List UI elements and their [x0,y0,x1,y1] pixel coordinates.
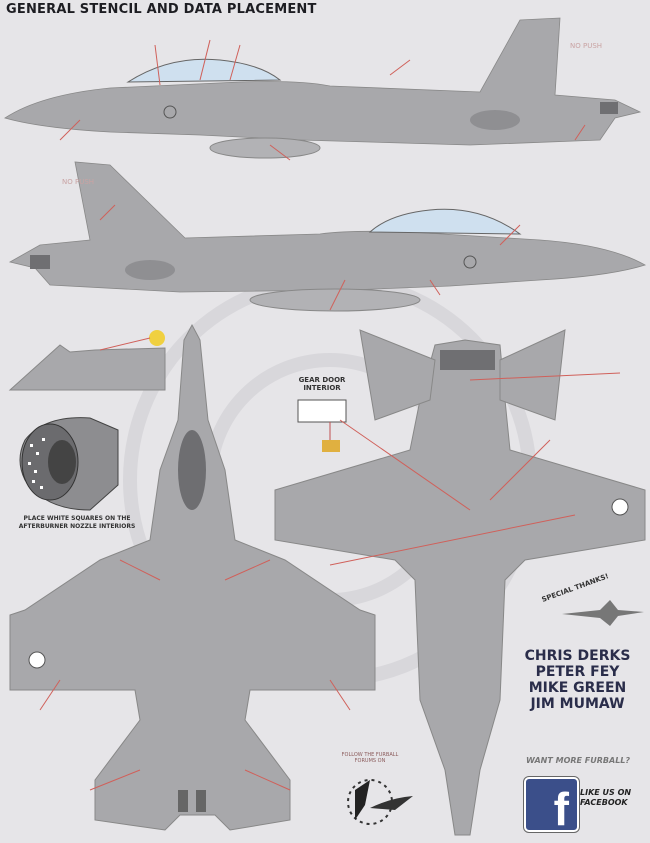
gear-door-label: GEAR DOOR INTERIOR [298,376,346,392]
nozzle-note: PLACE WHITE SQUARES ON THE AFTERBURNER N… [18,515,136,530]
furball-note: FOLLOW THE FURBALL FORUMS ON [341,752,399,764]
side-view-right [4,17,642,159]
no-push-label-2: NO PUSH [62,178,95,186]
facebook-button[interactable]: f [524,777,579,835]
top-view [9,323,376,831]
nozzle-detail [19,417,119,511]
like-line-2: FACEBOOK [580,798,628,807]
special-thanks-jet-icon [562,600,644,626]
zero-philosophy-logo [347,779,413,825]
bottom-view [274,329,646,836]
like-line-1: LIKE US ON [580,788,632,797]
gear-door-detail [297,399,347,452]
thanks-name: CHRIS DERKS [524,648,631,664]
thanks-name: PETER FEY [535,664,620,680]
side-view-left [8,161,646,312]
leader-lines [39,39,621,791]
special-thanks-names: CHRIS DERKS PETER FEY MIKE GREEN JIM MUM… [505,648,650,712]
thanks-name: MIKE GREEN [528,680,627,696]
thanks-name: JIM MUMAW [530,696,625,712]
like-us-link[interactable]: LIKE US ON FACEBOOK [580,788,631,808]
facebook-icon: f [553,783,569,835]
tagline: WANT MORE FURBALL? [525,756,631,765]
page-title: GENERAL STENCIL AND DATA PLACEMENT [6,2,317,17]
no-push-label-1: NO PUSH [570,42,603,50]
tail-detail [8,330,166,391]
